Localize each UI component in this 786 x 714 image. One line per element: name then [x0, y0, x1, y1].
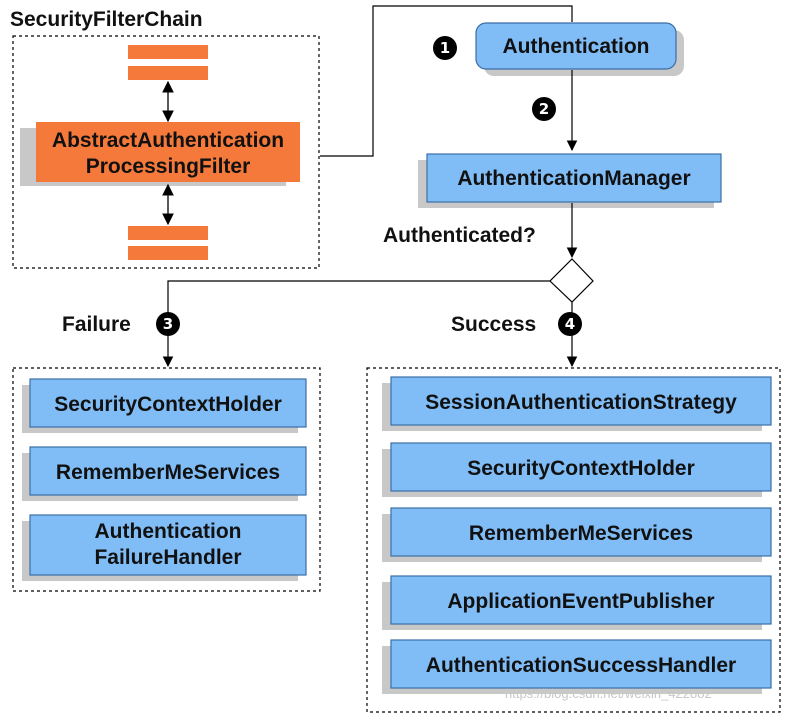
authentication-manager-box[interactable]	[426, 153, 722, 203]
badge-1-label: 1	[440, 39, 450, 57]
connector-filter-to-authentication	[320, 5, 573, 157]
filter-bar-top-1	[128, 45, 208, 59]
filter-bar-bottom-2	[128, 246, 208, 260]
failure-container	[12, 367, 321, 592]
failure-label: Failure	[62, 313, 131, 336]
success-security-context-holder-label: SecurityContextHolder	[467, 457, 695, 480]
filter-bar-bottom-1	[128, 226, 208, 240]
filter-label-line2: ProcessingFilter	[86, 155, 251, 178]
badge-2-label: 2	[539, 100, 549, 118]
badge-3	[156, 312, 180, 336]
badge-1	[433, 36, 457, 60]
authentication-label: Authentication	[503, 35, 650, 58]
success-remember-me-services[interactable]	[390, 507, 772, 557]
application-event-publisher-label: ApplicationEventPublisher	[447, 590, 714, 613]
failure-handler-label-line2: FailureHandler	[94, 546, 241, 569]
abstract-authentication-processing-filter[interactable]	[36, 122, 300, 182]
decision-diamond	[549, 258, 594, 303]
authentication-success-handler-label: AuthenticationSuccessHandler	[426, 654, 736, 677]
filter-label-line1: AbstractAuthentication	[52, 129, 284, 152]
security-filter-chain-title: SecurityFilterChain	[10, 8, 203, 31]
failure-remember-me-services[interactable]	[29, 446, 307, 496]
success-remember-me-services-label: RememberMeServices	[469, 522, 693, 545]
authentication-success-handler[interactable]	[390, 639, 772, 689]
authentication-failure-handler[interactable]	[29, 514, 307, 576]
failure-handler-label-line1: Authentication	[95, 520, 242, 543]
arrow-failure-branch	[162, 280, 550, 368]
watermark: https://blog.csdn.net/weixin_422882	[505, 686, 712, 701]
session-authentication-strategy[interactable]	[390, 376, 772, 426]
filter-bar-top-2	[128, 66, 208, 80]
session-authentication-strategy-label: SessionAuthenticationStrategy	[425, 391, 737, 414]
authenticated-question-label: Authenticated?	[383, 224, 536, 247]
badge-2	[532, 97, 556, 121]
success-security-context-holder[interactable]	[390, 442, 772, 492]
success-label: Success	[451, 313, 536, 336]
badge-4-label: 4	[565, 315, 575, 333]
security-filter-chain-container	[12, 35, 320, 269]
badge-3-label: 3	[163, 315, 173, 333]
failure-security-context-holder-label: SecurityContextHolder	[54, 393, 282, 416]
badge-4	[558, 312, 582, 336]
authentication-manager-label: AuthenticationManager	[457, 167, 690, 190]
application-event-publisher[interactable]	[390, 575, 772, 625]
failure-security-context-holder[interactable]	[29, 378, 307, 428]
failure-remember-me-services-label: RememberMeServices	[56, 461, 280, 484]
authentication-box[interactable]	[475, 22, 677, 70]
success-container	[366, 367, 781, 713]
